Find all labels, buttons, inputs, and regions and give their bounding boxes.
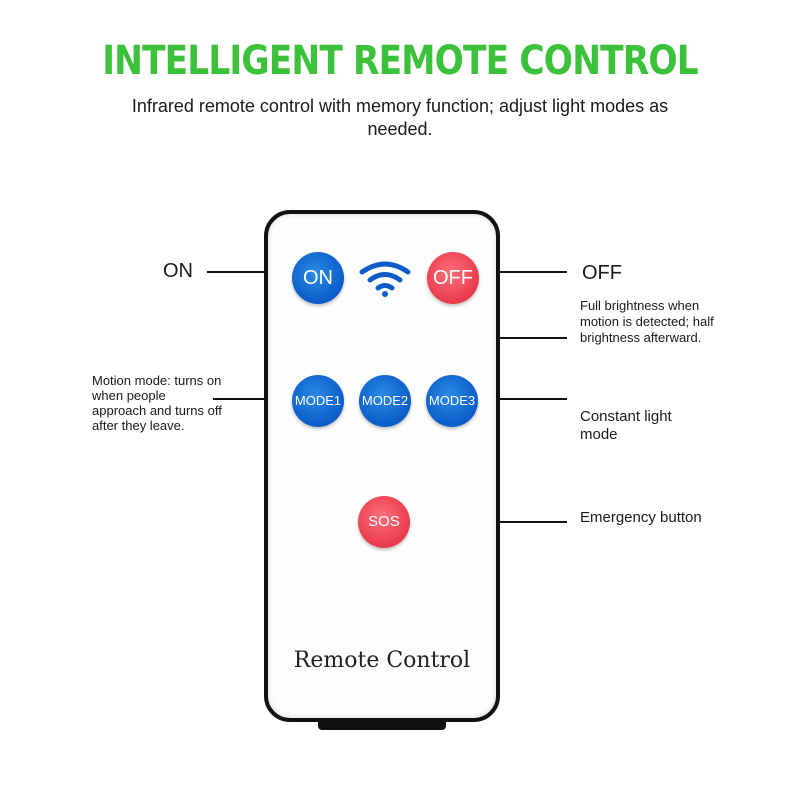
remote-label: Remote Control (293, 648, 471, 673)
callout-mode1: Motion mode: turns on when people approa… (92, 373, 222, 433)
connector-line-on (207, 271, 295, 273)
callout-off: OFF (582, 262, 622, 284)
mode1-button[interactable]: MODE1 (292, 375, 344, 427)
page-title: INTELLIGENT REMOTE CONTROL (102, 38, 698, 84)
page-subtitle: Infrared remote control with memory func… (131, 96, 669, 139)
connector-line-mode3 (475, 398, 567, 400)
wifi-signal-icon (359, 261, 411, 297)
mode3-button[interactable]: MODE3 (426, 375, 478, 427)
callout-on: ON (163, 260, 193, 282)
off-button[interactable]: OFF (427, 252, 479, 304)
connector-line-off (475, 271, 567, 273)
callout-mode3: Constant light mode (580, 408, 672, 443)
remote-battery-cover (318, 721, 446, 730)
callout-mode2: Full brightness when motion is detected;… (580, 298, 714, 345)
on-button[interactable]: ON (292, 252, 344, 304)
mode2-button[interactable]: MODE2 (359, 375, 411, 427)
connector-line-mode1 (213, 398, 295, 400)
sos-button[interactable]: SOS (358, 496, 410, 548)
callout-sos: Emergency button (580, 509, 702, 526)
